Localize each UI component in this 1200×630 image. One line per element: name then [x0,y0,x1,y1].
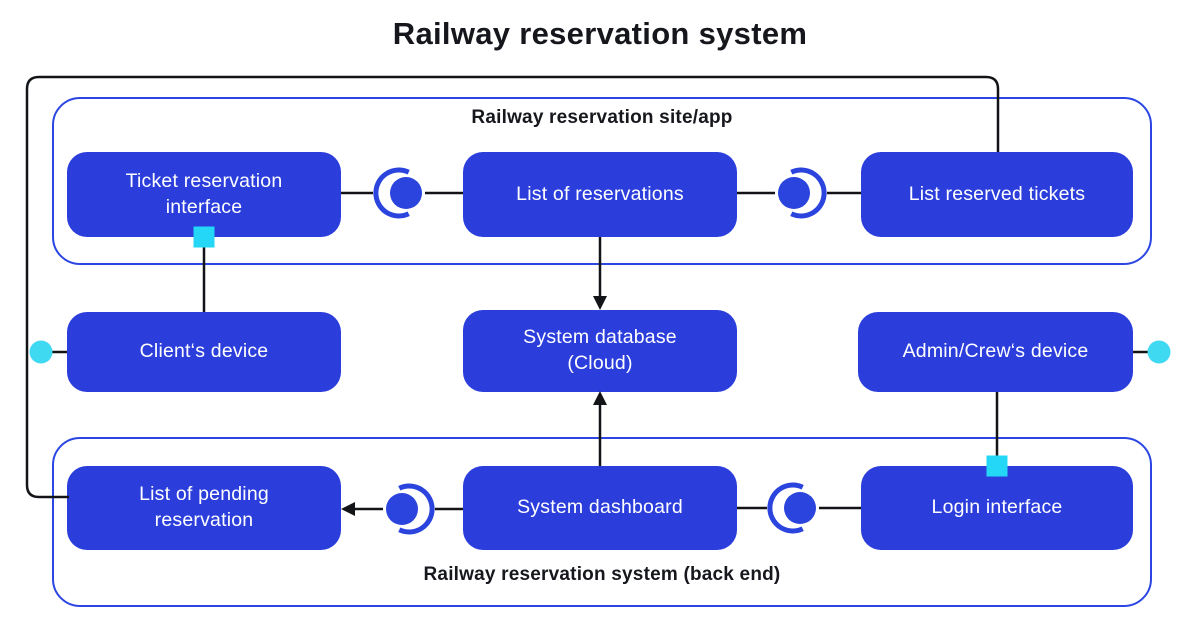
node-label: List of reservations [516,182,684,205]
lollipop-interface-icon [1147,340,1171,364]
node-system-dashboard: System dashboard [463,466,737,550]
arrowhead-into-db-top [593,296,607,310]
arrowhead-into-db-bottom [593,391,607,405]
page-title: Railway reservation system [392,16,808,51]
node-label: Ticket reservation interface [125,169,283,218]
node-list-of-reservations: List of reservations [463,152,737,237]
node-label: List of pending reservation [139,483,269,531]
backend-container-label: Railway reservation system (back end) [423,564,781,585]
node-label: Client‘s device [139,340,269,363]
node-list-reserved-tickets: List reserved tickets [861,152,1133,237]
node-label: Admin/Crew‘s device [902,340,1089,363]
node-list-of-pending-reservation: List of pending reservation [67,466,341,550]
node-label: List reserved tickets [908,182,1086,205]
lollipop-interface-icon [29,340,53,364]
node-ticket-reservation-interface: Ticket reservation interface [67,152,341,237]
node-label: System database (Cloud) [523,326,677,374]
node-label: System dashboard [517,496,683,519]
node-system-database-cloud: System database (Cloud) [463,310,737,392]
node-login-interface: Login interface [861,466,1133,550]
frontend-container-label: Railway reservation site/app [471,107,733,128]
node-clients-device: Client‘s device [67,312,341,392]
node-label: Login interface [931,496,1063,519]
node-admin-crews-device: Admin/Crew‘s device [858,312,1133,392]
